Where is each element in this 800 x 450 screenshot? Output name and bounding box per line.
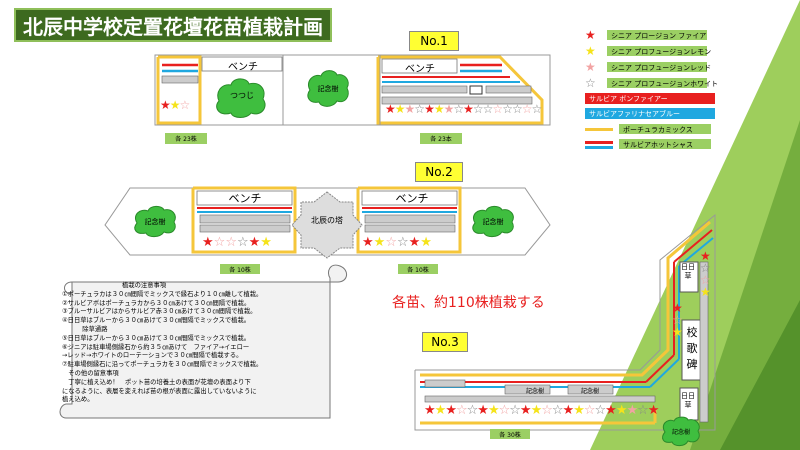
- no2-memorial-right-label: 記念樹: [482, 218, 504, 226]
- notes-body: 植栽の注意事項 ①ポーチュラカは３０㎝間隔でミックスで縁石より１０㎝離して植栽。…: [62, 282, 324, 405]
- no3-diagram: [414, 213, 716, 431]
- no2-count-left: 各 10株: [220, 264, 260, 274]
- section-label-no1: No.1: [409, 31, 459, 51]
- no2-tower-label: 北辰の塔: [311, 216, 343, 225]
- legend-star-yellow-icon: ★: [585, 44, 596, 58]
- page-title: 北辰中学校定置花壇花苗植栽計画: [23, 14, 323, 39]
- tsutsuji-bush: [216, 78, 266, 118]
- no3-vertical-star-column-2: ★☆★: [672, 301, 683, 339]
- legend-yellow-line-icon: [585, 128, 613, 131]
- no2-memorial-left: [134, 205, 176, 238]
- no1-tsutsuji-label: つつじ: [230, 91, 254, 100]
- no3-memorial-a: 記念樹: [525, 388, 544, 395]
- no2-count-right: 各 10株: [398, 264, 438, 274]
- no1-bench-right: ベンチ: [405, 64, 435, 75]
- legend-star-pink-icon: ★: [585, 60, 596, 74]
- notes-scroll: [59, 264, 347, 419]
- no2-diagram: [104, 186, 551, 259]
- legend-item-7: サルビアホットシャス: [619, 139, 711, 149]
- note-line: ⑤日日草はブルーから３０㎝あけて３０㎝間隔でミックスで植栽。: [62, 334, 251, 342]
- legend-item-1: シニア プロフュージョンレモン: [607, 46, 711, 56]
- no2-bench-left: ベンチ: [228, 192, 262, 205]
- legend-item-0: シニア プロージョン ファイア: [607, 30, 707, 40]
- no3-vertical-star-column: ★☆☆★: [700, 249, 711, 299]
- note-line: その他の留意事項: [62, 369, 119, 377]
- note-line: ④日日草はブルーから３０㎝あけて３０㎝間隔でミックスで植栽。: [62, 317, 251, 325]
- no3-monument: 校 歌 碑: [686, 326, 698, 371]
- legend-item-6: ポーチュラカミックス: [619, 124, 711, 134]
- no3-count: 各 30株: [490, 429, 530, 439]
- no3-bottom-star-row: ★★★☆☆★★☆☆★★☆☆★★☆☆★★★☆★: [424, 403, 659, 418]
- no1-right-star-row: ★★★☆★★★☆★☆☆☆☆☆☆☆: [385, 102, 542, 116]
- no2-bench-right: ベンチ: [395, 192, 429, 205]
- note-line: ①ポーチュラカは３０㎝間隔でミックスで縁石より１０㎝離して植栽。: [62, 290, 263, 298]
- note-line: 植え込め。: [62, 396, 94, 404]
- no3-hinata-bottom: 日日草: [681, 392, 695, 409]
- section-label-no3: No.3: [422, 332, 468, 352]
- legend-blue-line-icon: [585, 146, 613, 149]
- note-line: ②サルビアボはポーチュラカから３０㎝あけて３０㎝間隔で植栽。: [62, 299, 251, 307]
- no2-right-star-row: ★★☆☆★★: [362, 235, 432, 250]
- no1-memorial-tree: [307, 70, 349, 107]
- legend-item-3: シニア プロフュージョンホワイト: [607, 78, 718, 88]
- section-label-no2: No.2: [415, 162, 463, 182]
- no3-memorial-tree: [662, 416, 700, 447]
- legend-item-4: サルビア ボンファイアー: [585, 93, 715, 104]
- no2-memorial-right: [472, 205, 514, 238]
- legend-star-red-icon: ★: [585, 28, 596, 42]
- no1-left-star-row: ★★☆: [160, 98, 190, 112]
- no3-memorial-b: 記念樹: [580, 388, 599, 395]
- no2-left-star-row: ★☆☆☆★★: [202, 235, 272, 250]
- legend-red-line-icon: [585, 141, 613, 144]
- note-line: 丁寧に植え込め！ ポット苗の培養土の表面が花壇の表面より下: [62, 378, 251, 386]
- note-line: 除草通路: [76, 325, 108, 333]
- no1-diagram: [154, 54, 551, 126]
- no3-hinata-top: 日日草: [681, 263, 695, 280]
- note-line: になるように、表層を変えれば苗の根が表面に露出していないように: [62, 387, 257, 395]
- no1-count-left: 各 23株: [165, 133, 207, 144]
- no1-count-right: 各 23本: [420, 133, 462, 144]
- planting-callout: 各苗、約110株植栽する: [392, 295, 545, 311]
- note-line: ⑥ジニアは駐車場側縁石から約３５㎝あけて ファイア→イエロー: [62, 343, 250, 351]
- legend-item-2: シニア プロフュージョンレッド: [607, 62, 711, 72]
- legend-item-5: サルビアファリナセアブルー: [585, 108, 715, 119]
- legend-star-white-icon: ☆: [585, 76, 596, 90]
- note-line: →レッド→ホワイトのローテーションで３０㎝間隔で植栽する。: [62, 352, 243, 360]
- no2-memorial-left-label: 記念樹: [144, 218, 166, 226]
- no3-memorial-c: 記念樹: [671, 429, 690, 436]
- no1-bench-left: ベンチ: [228, 62, 258, 73]
- note-line: ③ブルーサルビアはからサルビア赤３０㎝あけて３０㎝間隔で植栽。: [62, 308, 257, 316]
- notes-heading: 植栽の注意事項: [122, 282, 167, 289]
- note-line: ⑦駐車場側縁石に沿ってポーチュラカを３０㎝間隔でミックスで植栽。: [62, 361, 263, 369]
- no1-memorial-label: 記念樹: [317, 85, 339, 93]
- page-title-box: 北辰中学校定置花壇花苗植栽計画: [14, 8, 332, 42]
